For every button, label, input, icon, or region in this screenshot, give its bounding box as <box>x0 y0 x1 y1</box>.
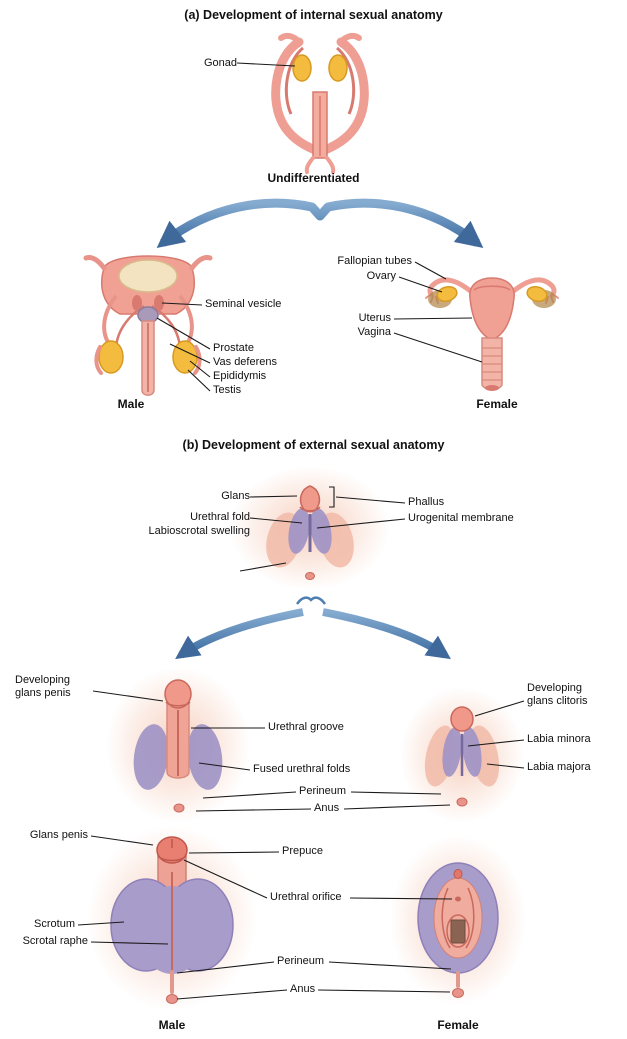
male-internal-figure <box>83 255 213 396</box>
label-vas-deferens: Vas deferens <box>213 356 278 368</box>
label-prepuce: Prepuce <box>282 845 323 857</box>
label-testis: Testis <box>213 384 242 396</box>
label-prostate: Prostate <box>213 342 254 354</box>
divergence-arrows-b <box>175 596 451 660</box>
label-vagina: Vagina <box>357 326 391 338</box>
caption-male-internal: Male <box>117 397 145 411</box>
section-a-title: (a) Development of internal sexual anato… <box>184 8 443 22</box>
label-perineum-mid: Perineum <box>299 785 347 797</box>
developed-female-figure <box>390 835 526 1005</box>
label-glans-penis: Glans penis <box>29 829 88 841</box>
label-ovary: Ovary <box>366 270 396 282</box>
label-labia-majora: Labia majora <box>527 761 591 773</box>
label-uterus: Uterus <box>358 312 391 324</box>
label-gonad: Gonad <box>203 57 237 69</box>
caption-female-internal: Female <box>476 397 518 411</box>
label-scrotal-raphe: Scrotal raphe <box>22 935 88 947</box>
label-developing-glans-penis: Developing glans penis <box>15 674 71 699</box>
label-urethral-groove: Urethral groove <box>268 721 344 733</box>
developing-female-figure <box>400 687 524 823</box>
label-urogenital-membrane: Urogenital membrane <box>408 512 514 524</box>
undifferentiated-external-figure <box>230 466 390 590</box>
label-phallus: Phallus <box>408 496 445 508</box>
label-anus-mid: Anus <box>314 802 340 814</box>
leader-lines <box>77 62 525 1000</box>
female-internal-figure <box>425 277 559 391</box>
label-undifferentiated: Undifferentiated <box>267 171 360 185</box>
label-urethral-fold: Urethral fold <box>190 511 250 523</box>
label-fused-urethral-folds: Fused urethral folds <box>253 763 351 775</box>
label-glans: Glans <box>221 490 250 502</box>
divergence-arrow-a <box>156 198 484 249</box>
undifferentiated-internal-figure <box>271 32 369 174</box>
label-urethral-orifice: Urethral orifice <box>270 891 342 903</box>
label-scrotum: Scrotum <box>34 918 75 930</box>
label-fallopian-tubes: Fallopian tubes <box>337 255 412 267</box>
caption-male-external: Male <box>158 1018 186 1032</box>
label-anus-bottom: Anus <box>290 983 316 995</box>
caption-female-external: Female <box>437 1018 479 1032</box>
section-b-title: (b) Development of external sexual anato… <box>182 438 445 452</box>
label-epididymis: Epididymis <box>213 370 267 382</box>
label-labioscrotal-swelling: Labioscrotal swelling <box>148 525 251 537</box>
label-perineum-bottom: Perineum <box>277 955 325 967</box>
developed-male-figure <box>87 826 257 1010</box>
label-labia-minora: Labia minora <box>527 733 591 745</box>
developing-male-figure <box>106 667 250 823</box>
label-seminal-vesicle: Seminal vesicle <box>205 298 282 310</box>
label-developing-glans-clitoris: Developing glans clitoris <box>527 682 588 707</box>
